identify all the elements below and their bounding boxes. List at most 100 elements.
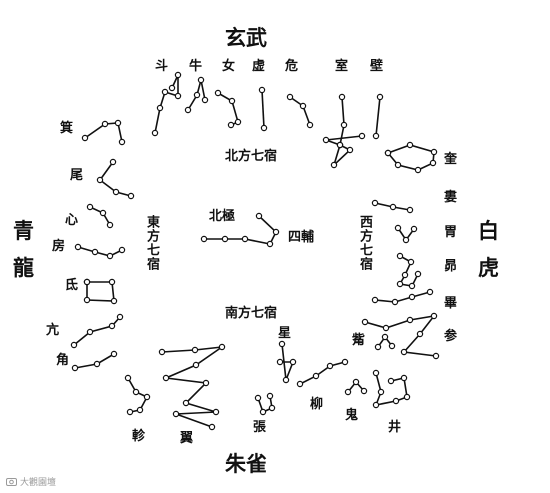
- star-dot: [372, 369, 380, 377]
- star-dot: [70, 341, 78, 349]
- mansion-zhang-label: 張: [253, 420, 267, 435]
- star-dot: [174, 92, 182, 100]
- kang-figure-line: [73, 316, 121, 346]
- star-dot: [71, 364, 79, 372]
- star-dot: [289, 358, 297, 366]
- jiao-figure: [71, 350, 118, 372]
- zhang-figure-line: [257, 395, 273, 414]
- shi-figure-line: [325, 96, 363, 168]
- mansion-yi-label: 翼: [180, 431, 194, 446]
- star-dot: [110, 297, 118, 305]
- star-dot: [227, 121, 235, 129]
- star-dot: [416, 330, 424, 338]
- star-dot: [400, 374, 408, 382]
- mansion-kang-label: 亢: [46, 323, 60, 338]
- niu-figure: [184, 76, 209, 114]
- liu-figure-line: [299, 361, 346, 385]
- star-dot: [266, 392, 274, 400]
- star-dot: [346, 146, 354, 154]
- star-dot: [191, 346, 199, 354]
- mansion-mao-label: 昴: [444, 259, 458, 274]
- lou-figure: [371, 199, 414, 214]
- star-dot: [374, 343, 382, 351]
- xin-figure: [86, 203, 114, 229]
- star-dot: [336, 141, 344, 149]
- west-direction-label-bottom: 虎: [478, 256, 499, 280]
- star-dot: [174, 71, 182, 79]
- star-dot: [161, 88, 169, 96]
- xu-figure: [258, 86, 268, 132]
- kui-figure-line: [387, 144, 435, 171]
- watermark: 大觀園壇: [6, 475, 56, 488]
- star-dot: [258, 86, 266, 94]
- star-dot: [260, 124, 268, 132]
- mansion-fang-label: 房: [52, 239, 66, 254]
- star-dot: [108, 322, 116, 330]
- mansion-bi-wall-label: 壁: [370, 59, 384, 74]
- niu-figure-line: [187, 79, 206, 111]
- mansion-nu-label: 女: [222, 59, 236, 74]
- west-direction-label-top: 白: [478, 219, 499, 243]
- star-dot: [132, 388, 140, 396]
- mansion-niu-label: 牛: [189, 59, 203, 74]
- wei-tail-figure: [96, 158, 135, 200]
- star-dot: [361, 318, 369, 326]
- star-dot: [341, 358, 349, 366]
- star-dot: [182, 399, 190, 407]
- star-dot: [394, 224, 402, 232]
- star-dot: [426, 288, 434, 296]
- mansion-wei-tail-label: 尾: [70, 168, 84, 183]
- mansion-zi-label: 觜: [352, 333, 366, 348]
- star-dot: [200, 235, 208, 243]
- star-dot: [401, 271, 409, 279]
- star-dot: [259, 408, 267, 416]
- star-dot: [377, 388, 385, 396]
- star-dot: [114, 119, 122, 127]
- star-dot: [99, 209, 107, 217]
- bi-figure: [372, 93, 384, 140]
- star-dot: [208, 423, 216, 431]
- polaris-label: 北極: [209, 209, 236, 224]
- star-dot: [136, 406, 144, 414]
- star-dot: [86, 203, 94, 211]
- star-dot: [414, 166, 422, 174]
- star-dot: [406, 316, 414, 324]
- star-dot: [202, 379, 210, 387]
- jing-figure: [372, 369, 411, 409]
- star-dot: [406, 141, 414, 149]
- star-dot: [406, 206, 414, 214]
- mansion-wei-danger-label: 危: [285, 59, 299, 74]
- mao-figure: [396, 252, 422, 290]
- north-group-label: 北方七宿: [225, 149, 278, 164]
- star-dot: [112, 188, 120, 196]
- star-dot: [106, 252, 114, 260]
- watermark-text: 大觀園壇: [20, 478, 57, 488]
- polaris-figure: [200, 212, 280, 248]
- xing-figure-line: [280, 343, 295, 381]
- star-dot: [118, 138, 126, 146]
- star-dot: [402, 236, 410, 244]
- yi-figure: [158, 343, 226, 431]
- star-dot: [408, 282, 416, 290]
- dou-figure: [151, 71, 182, 137]
- east-direction-label-top: 青: [13, 219, 34, 243]
- west-group-label: 西方七宿: [357, 215, 372, 271]
- star-dot: [286, 93, 294, 101]
- star-dot: [158, 348, 166, 356]
- star-dot: [193, 91, 201, 99]
- star-dot: [221, 235, 229, 243]
- star-dot: [110, 350, 118, 358]
- star-dot: [96, 176, 104, 184]
- mansion-dou-label: 斗: [155, 59, 169, 74]
- mansion-shen-label: 参: [444, 329, 458, 344]
- star-dot: [371, 199, 379, 207]
- star-dot: [212, 408, 220, 416]
- star-dot: [296, 380, 304, 388]
- star-dot: [272, 228, 280, 236]
- mansion-xu-label: 虚: [252, 59, 266, 74]
- liu-figure: [296, 358, 349, 388]
- star-dot: [387, 377, 395, 385]
- wei-danger-figure-line: [289, 96, 311, 126]
